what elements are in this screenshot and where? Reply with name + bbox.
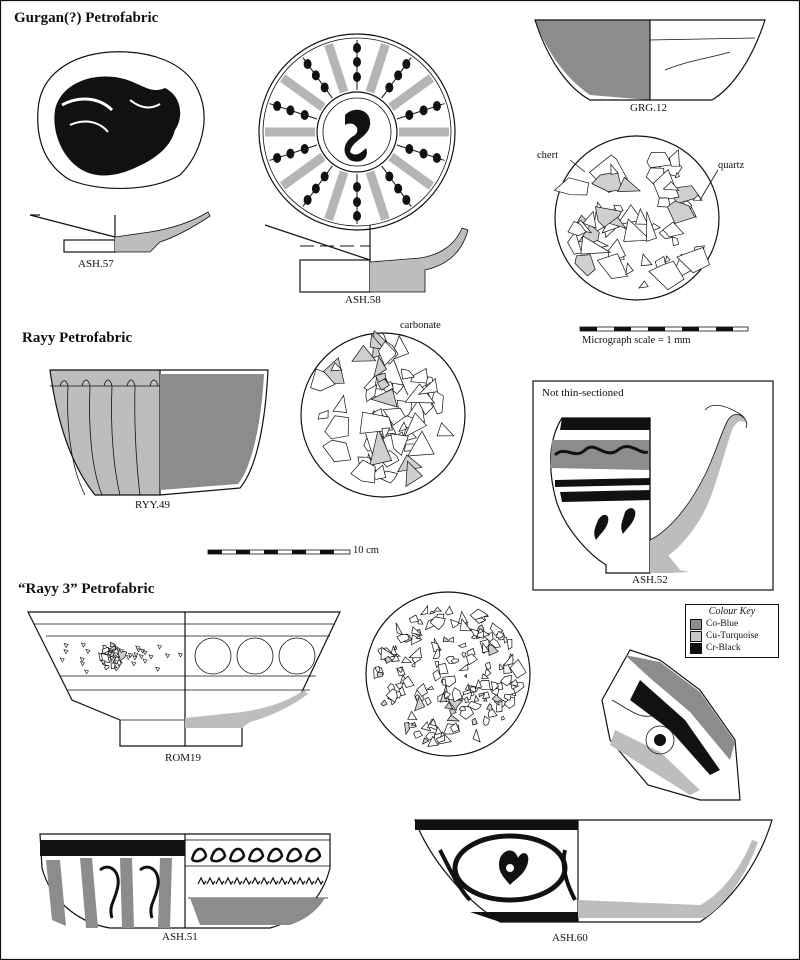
swatch-co-blue (690, 618, 702, 630)
ash60-bowl-drawing (414, 819, 773, 923)
colour-key-row: Cr-Black (690, 642, 778, 654)
micrograph-scale-bar (579, 326, 749, 332)
colour-key: Colour Key Co-Blue Cu-Turquoise Cr-Black (685, 604, 779, 658)
swatch-cr-black (690, 642, 702, 654)
caption-ash57: ASH.57 (78, 258, 114, 270)
caption-ash51: ASH.51 (162, 931, 198, 943)
caption-rom19: ROM19 (165, 752, 202, 764)
grg12-bowl-drawing (534, 19, 766, 101)
ash52-panel (532, 380, 774, 591)
colour-key-label: Cu-Turquoise (706, 631, 759, 641)
not-thin-sectioned-label: Not thin-sectioned (542, 387, 624, 399)
annotation-chert: chert (537, 150, 558, 161)
rayy3-sherd-drawing (601, 649, 741, 801)
swatch-cu-turquoise (690, 630, 702, 642)
annotation-carbonate: carbonate (400, 320, 441, 331)
grg12-micrograph-drawing (553, 135, 720, 301)
scale-10cm-label: 10 cm (353, 545, 379, 556)
caption-grg12: GRG.12 (630, 102, 667, 114)
colour-key-title: Colour Key (708, 606, 756, 617)
caption-ash58: ASH.58 (345, 294, 381, 306)
rom19-bowl-drawing (27, 611, 341, 747)
colour-key-row: Co-Blue (690, 618, 778, 630)
rayy3-micrograph-drawing (365, 591, 531, 757)
ash51-bowl-drawing (39, 833, 331, 929)
caption-ryy49: RYY.49 (135, 499, 170, 511)
caption-ash52: ASH.52 (632, 574, 668, 586)
micrograph-scale-label: Micrograph scale = 1 mm (582, 335, 691, 346)
ryy49-micrograph-drawing (300, 330, 466, 498)
ryy49-bowl-drawing (49, 369, 269, 496)
section-title-gurgan: Gurgan(?) Petrofabric (14, 10, 159, 26)
colour-key-row: Cu-Turquoise (690, 630, 778, 642)
ash57-sherd-drawing (37, 51, 205, 190)
ash57-profile-drawing (29, 211, 211, 253)
annotation-quartz: quartz (718, 160, 745, 171)
ash58-profile-drawing (264, 224, 469, 293)
section-title-rayy: Rayy Petrofabric (22, 330, 133, 346)
caption-ash60: ASH.60 (552, 932, 588, 944)
colour-key-label: Co-Blue (706, 619, 739, 629)
section-title-rayy3: “Rayy 3” Petrofabric (18, 581, 155, 597)
scale-bar-10cm (207, 549, 351, 555)
colour-key-label: Cr-Black (706, 643, 741, 653)
ash58-plate-drawing (258, 33, 456, 231)
